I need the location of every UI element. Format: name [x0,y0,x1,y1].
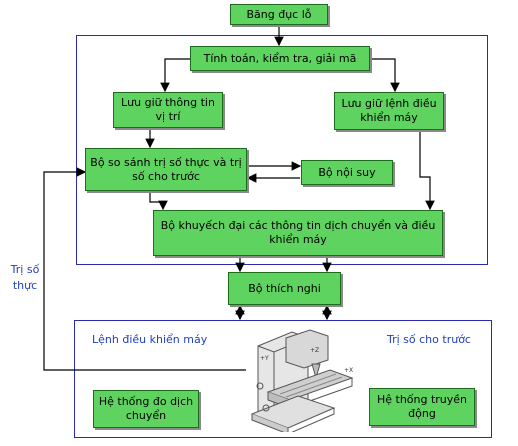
svg-text:+X: +X [344,367,353,374]
control-unit-frame [76,35,488,265]
comparator-box: Bộ so sánh trị số thực và trị số cho trư… [85,148,247,191]
svg-text:+Z: +Z [310,347,319,354]
machine-tool-frame [74,320,492,438]
svg-text:+Y: +Y [260,355,269,362]
store-machine-commands-box: Lưu giữ lệnh điều khiển máy [334,92,444,130]
actual-value-label: Trị số thực [10,263,40,292]
milling-machine-illustration: +Z +X +Y [250,329,354,432]
amplifier-box: Bộ khuyếch đại các thông tin dịch chuyển… [153,210,443,256]
drive-system-box: Hệ thống truyền động [369,388,475,426]
adaptive-box: Bộ thích nghi [228,272,341,305]
measuring-system-box: Hệ thống đo dịch chuyển [93,390,199,428]
interpolator-box: Bộ nội suy [301,160,393,185]
store-position-info-box: Lưu giữ thông tin vị trí [113,92,223,128]
punched-tape-box: Băng đục lỗ [230,4,328,25]
compute-check-decode-box: Tính toán, kiểm tra, giải mã [190,46,370,71]
machine-commands-label: Lệnh điều khiển máy [92,333,208,346]
preset-value-label: Trị số cho trước [387,333,471,346]
